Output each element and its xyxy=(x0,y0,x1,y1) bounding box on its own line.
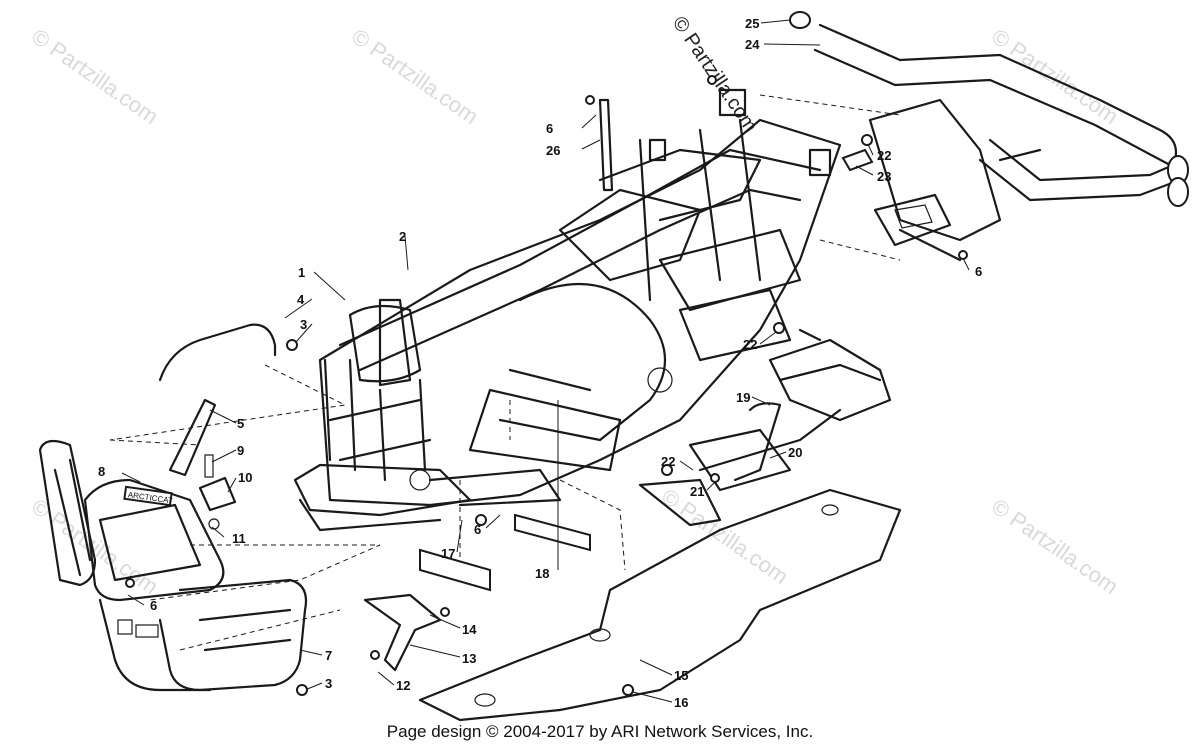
hardware xyxy=(125,75,968,696)
callout-6: 6 xyxy=(975,264,982,279)
watermark: © Partzilla.com xyxy=(347,24,483,130)
skid-plate-15 xyxy=(418,488,902,722)
callout-7: 7 xyxy=(325,648,332,663)
plate-23 xyxy=(841,148,874,172)
callout-15: 15 xyxy=(674,668,688,683)
callout-26: 26 xyxy=(546,143,560,158)
front-bumper: ARCTICCAT xyxy=(38,439,308,692)
callout-8: 8 xyxy=(98,464,105,479)
callout-25: 25 xyxy=(745,16,759,31)
callout-6: 6 xyxy=(546,121,553,136)
step-bracket xyxy=(873,193,952,247)
callout-22: 22 xyxy=(743,337,757,352)
callout-23: 23 xyxy=(877,169,891,184)
bracket-13 xyxy=(363,593,442,672)
callout-16: 16 xyxy=(674,695,688,710)
callout-20: 20 xyxy=(788,445,802,460)
footer-copyright: Page design © 2004-2017 by ARI Network S… xyxy=(386,722,814,741)
pad-17 xyxy=(419,548,491,592)
watermark-layer: © Partzilla.com © Partzilla.com © Partzi… xyxy=(27,24,1123,600)
callout-18: 18 xyxy=(535,566,549,581)
callout-11: 11 xyxy=(232,531,246,546)
callout-3: 3 xyxy=(300,317,307,332)
callout-22: 22 xyxy=(661,454,675,469)
assembly-lines xyxy=(109,94,901,651)
rear-bumper xyxy=(789,11,1189,262)
callout-21: 21 xyxy=(690,484,704,499)
watermark-main: © Partzilla.com xyxy=(668,12,762,136)
callouts: 1 2 3 4 5 9 10 11 8 6 7 3 6 26 25 24 22 … xyxy=(98,16,982,710)
callout-3: 3 xyxy=(325,676,332,691)
callout-12: 12 xyxy=(396,678,410,693)
pad-18 xyxy=(514,513,591,552)
bracket-4 xyxy=(158,323,277,382)
callout-24: 24 xyxy=(745,37,760,52)
callout-19: 19 xyxy=(736,390,750,405)
callout-22: 22 xyxy=(877,148,891,163)
callout-5: 5 xyxy=(237,416,244,431)
callout-17: 17 xyxy=(441,546,455,561)
clamp-10 xyxy=(198,454,237,530)
callout-13: 13 xyxy=(462,651,476,666)
watermark: © Partzilla.com xyxy=(987,494,1123,600)
main-frame xyxy=(293,88,842,532)
callout-9: 9 xyxy=(237,443,244,458)
callout-1: 1 xyxy=(298,265,305,280)
callout-4: 4 xyxy=(297,292,305,307)
callout-6: 6 xyxy=(150,598,157,613)
callout-10: 10 xyxy=(238,470,252,485)
callout-2: 2 xyxy=(399,229,406,244)
callout-14: 14 xyxy=(462,622,477,637)
watermark: © Partzilla.com xyxy=(987,24,1123,130)
stay-26 xyxy=(598,98,614,192)
brace-5 xyxy=(168,398,217,477)
callout-6: 6 xyxy=(474,522,481,537)
watermark: © Partzilla.com xyxy=(27,24,163,130)
watermark: © Partzilla.com xyxy=(657,484,793,590)
